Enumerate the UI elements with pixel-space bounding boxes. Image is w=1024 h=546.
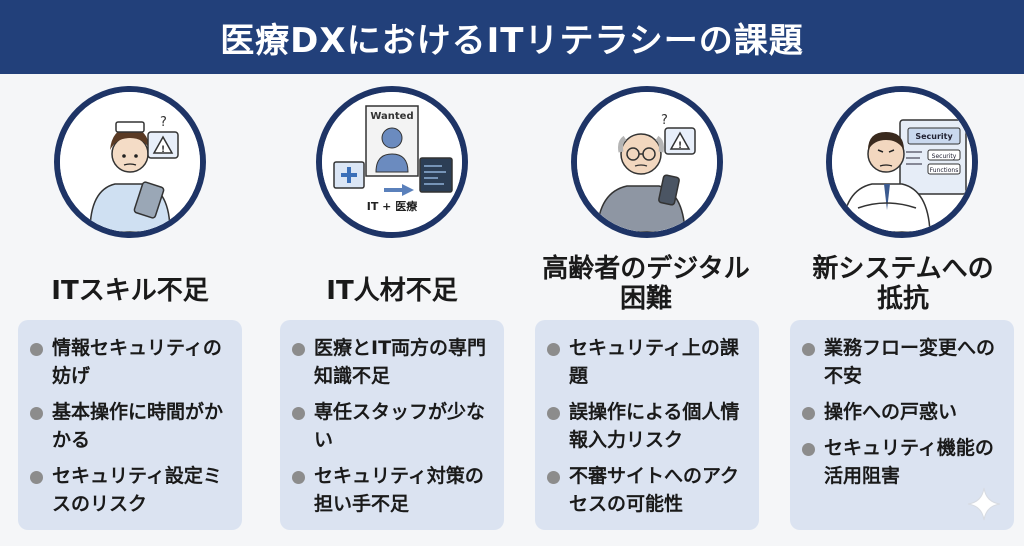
elderly-illustration: ! ? — [571, 86, 723, 238]
doctor-illustration: Security Security Functions — [826, 86, 978, 238]
nurse-illustration: ! ? — [54, 86, 206, 238]
illustration-caption: IT + 医療 — [367, 199, 418, 213]
bullet-icon — [292, 343, 305, 356]
list-item: セキュリティ上の課題 — [547, 334, 751, 390]
svg-text:!: ! — [678, 141, 682, 151]
svg-text:?: ? — [160, 115, 167, 130]
sparkle-icon — [967, 487, 1001, 521]
bullet-icon — [30, 471, 43, 484]
list-item: 誤操作による個人情報入力リスク — [547, 398, 751, 454]
bullet-icon — [547, 471, 560, 484]
nurse-tablet-icon: ! ? — [60, 92, 200, 232]
wanted-poster-icon: Wanted IT + 医療 — [322, 92, 462, 232]
bullet-icon — [802, 343, 815, 356]
list-item: 業務フロー変更への不安 — [802, 334, 1006, 390]
poster-text: Wanted — [370, 111, 413, 122]
elderly-phone-icon: ! ? — [577, 92, 717, 232]
column-title: 高齢者のデジタル困難 — [542, 254, 750, 314]
bullet-icon — [30, 407, 43, 420]
bullet-icon — [802, 443, 815, 456]
bullet-icon — [292, 471, 305, 484]
list-item: セキュリティ対策の担い手不足 — [292, 462, 496, 518]
column-title: IT人材不足 — [326, 276, 458, 306]
screen-title: Security — [915, 132, 953, 141]
list-item: セキュリティ機能の活用阻害 — [802, 434, 1006, 490]
list-item: 情報セキュリティの妨げ — [30, 334, 234, 390]
bullet-icon — [547, 343, 560, 356]
page-title: 医療DXにおけるITリテラシーの課題 — [220, 20, 804, 61]
screen-button-functions: Functions — [930, 167, 959, 174]
list-item: 操作への戸惑い — [802, 398, 1006, 426]
list-item: 基本操作に時間がかかる — [30, 398, 234, 454]
bullet-icon — [547, 407, 560, 420]
list-item: 不審サイトへのアクセスの可能性 — [547, 462, 751, 518]
bullet-icon — [292, 407, 305, 420]
list-item: セキュリティ設定ミスのリスク — [30, 462, 234, 518]
svg-text:?: ? — [661, 113, 668, 128]
header-banner: 医療DXにおけるITリテラシーの課題 — [0, 0, 1024, 74]
column-title: ITスキル不足 — [51, 276, 209, 306]
screen-button-security: Security — [932, 153, 957, 160]
column-title: 新システムへの抵抗 — [812, 254, 994, 314]
issue-panel: 医療とIT両方の専門知識不足 専任スタッフが少ない セキュリティ対策の担い手不足 — [280, 320, 504, 530]
column-elderly: ! ? 高齢者のデジタル困難 セキュリティ上の課題 誤操作による個人情報入力リス… — [535, 86, 765, 538]
issue-panel: 情報セキュリティの妨げ 基本操作に時間がかかる セキュリティ設定ミスのリスク — [18, 320, 242, 530]
column-resistance: Security Security Functions 新システムへの抵抗 業務… — [790, 86, 1020, 538]
svg-text:!: ! — [161, 145, 165, 155]
wanted-illustration: Wanted IT + 医療 — [316, 86, 468, 238]
issue-panel: セキュリティ上の課題 誤操作による個人情報入力リスク 不審サイトへのアクセスの可… — [535, 320, 759, 530]
doctor-security-icon: Security Security Functions — [832, 92, 972, 232]
column-it-skill: ! ? ITスキル不足 情報セキュリティの妨げ 基本操作に時間がかかる セキュリ… — [18, 86, 248, 538]
bullet-icon — [802, 407, 815, 420]
list-item: 医療とIT両方の専門知識不足 — [292, 334, 496, 390]
bullet-icon — [30, 343, 43, 356]
column-it-staff: Wanted IT + 医療 IT人材不足 医療とIT両方の専門知識不足 専任ス… — [280, 86, 510, 538]
issue-panel: 業務フロー変更への不安 操作への戸惑い セキュリティ機能の活用阻害 — [790, 320, 1014, 530]
list-item: 専任スタッフが少ない — [292, 398, 496, 454]
